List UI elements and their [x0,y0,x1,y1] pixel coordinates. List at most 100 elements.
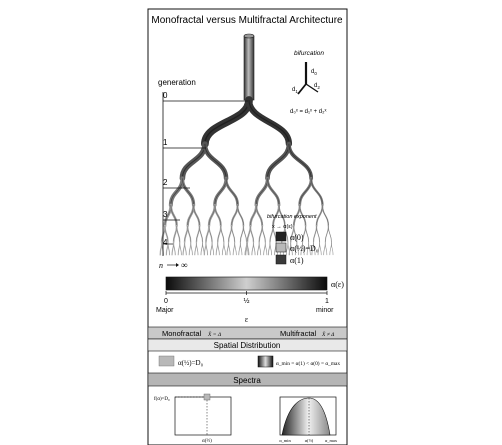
tree-branch-outline [173,242,176,255]
mono-spectrum-ylabel: f(α)=D₀ [154,397,170,402]
tree-branch-outline [288,143,312,179]
tree-branch-outline [299,205,306,226]
tree-branch-outline [310,178,323,206]
tree-branch-outline [308,242,311,255]
generation-1: 1 [163,138,168,147]
monofractal-expr: X̄ = Δ [207,331,221,338]
tree-branch-outline [331,242,334,255]
tree-branch-outline [284,225,289,243]
tree-branch-outline [269,242,272,255]
generation-2: 2 [163,178,168,187]
tree-branch-outline [256,205,263,226]
generation-4: 4 [163,238,168,247]
tree-branch-outline [182,178,194,206]
tree-branch-outline [248,99,290,145]
exponent-label: bifurcation exponent [267,214,317,220]
legend-swatch-alpha-half [275,242,287,253]
spatial-mono-swatch [158,355,175,367]
tree-branch-outline [237,205,244,226]
tree-branch-outline [179,242,182,255]
generation-label: generation [158,78,196,87]
tree-branch-outline [278,205,286,226]
spatial-header-bar [147,338,348,352]
minor-label: minor [316,307,334,314]
mono-spectrum-point [203,393,211,401]
tree-branch-outline [223,242,226,255]
tree-branch-outline [240,242,243,255]
tree-branch-outline [302,242,305,255]
tree-branch-outline [328,225,332,243]
tree-branch-outline [231,225,235,243]
tree-branch-outline [296,242,299,255]
alpha-half-label: α(½) [305,438,314,443]
d1-label: d1 [292,87,298,94]
tree-branch-outline [319,242,322,255]
tree-branch-outline [190,242,193,255]
tree-branch-outline [316,225,320,243]
tree-branch-outline [325,242,328,255]
bifurcation-glyph [297,62,319,95]
tree-branch-outline [196,242,199,255]
legend-swatch-alpha1 [275,254,287,265]
tree-branch-outline [208,225,213,243]
legend-swatch-alpha0 [275,231,287,242]
tree-branch-outline [265,242,268,255]
colorbar-alpha-label: α(ε) [331,280,344,289]
page-title: Monofractal versus Multifractal Architec… [151,15,343,26]
exponent-axis: x → α(ε) [272,224,293,230]
multi-spectrum: α_min α(½) α_max [279,396,338,443]
mono-spectrum-xlabel: α(½) [202,439,212,444]
spectra-header: Spectra [233,376,261,385]
tree-branch-outline [305,225,309,243]
n-label: n [159,261,163,270]
tree-branch-outline [220,225,225,243]
tree-branch-outline [205,242,208,255]
tree-trunk [243,35,255,101]
generation-0: 0 [163,91,168,100]
trunk-top [243,33,255,39]
tree-branches [159,96,334,256]
spatial-mono-text: α(½)=D₀ [178,359,204,367]
tick-half: ½ [244,297,250,305]
mono-spectrum-frame [174,396,232,436]
tree-branch-outline [164,225,169,243]
tree-branch-outline [184,242,187,255]
tree-branch-outline [211,242,214,255]
spatial-multi-swatch [257,355,274,368]
tree-branch-outline [243,225,247,243]
tree-branch-outline [250,225,254,243]
exponent-legend: α(0) α(½)=D₀ α(1) [275,231,319,265]
bifurcation-law: d₀ˣ = d₁ˣ + d₂ˣ [290,109,326,115]
alpha-max-label: α_max [325,438,338,443]
tree-branch-outline [187,225,191,243]
multifractal-label: Multifractal [280,329,317,338]
tree-branch-outline [262,225,266,243]
legend-alpha0: α(0) [290,233,304,242]
tree-branch-outline [217,242,220,255]
tree-branch-outline [214,205,221,226]
tick-0: 0 [164,298,168,305]
tree-branch-outline [225,178,238,206]
tree-branch-outline [313,242,316,255]
d2-label: d2 [314,83,320,90]
major-label: Major [156,307,174,314]
tree-branch-outline [170,205,177,226]
infinity-label: ∞ [181,260,187,270]
legend-alpha1: α(1) [290,256,304,265]
spatial-header: Spatial Distribution [214,341,281,350]
tick-1: 1 [325,298,329,305]
generation-marks: 0 1 2 3 4 [163,91,248,247]
tree-branch-outline [193,205,200,226]
n-arrow-head [176,263,179,267]
alpha-min-label: α_min [279,438,291,443]
tree-branch-outline [234,242,237,255]
multifractal-expr: X̄ ≠ Δ [321,331,334,338]
bifurcation-label: bifurcation [294,50,324,57]
spectra-header-bar [147,372,348,387]
mono-spectrum: f(α)=D₀ α(½) [154,393,232,444]
tree-branch-outline [322,205,329,226]
tree-branch-outline [267,178,280,206]
generation-3: 3 [163,210,168,219]
monofractal-label: Monofractal [162,329,202,338]
